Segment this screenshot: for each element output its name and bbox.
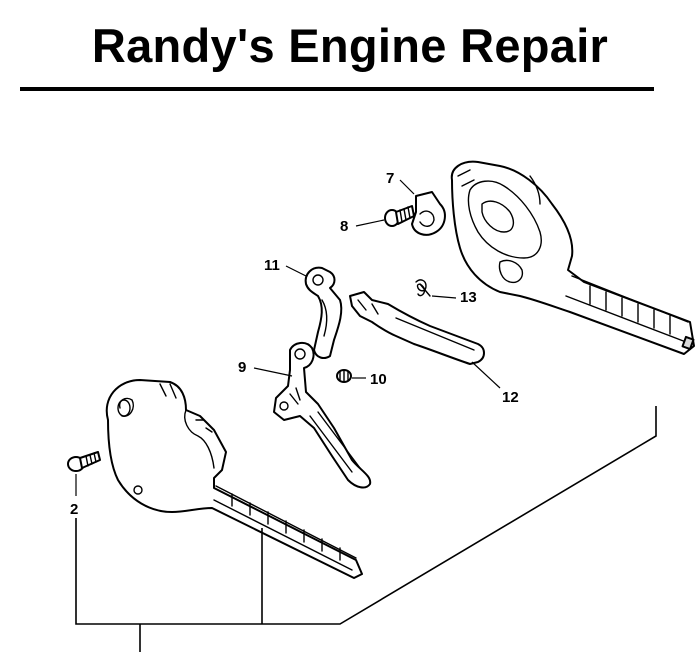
trigger-part-12 bbox=[349, 291, 485, 365]
callout-12: 12 bbox=[502, 389, 519, 406]
callout-10: 10 bbox=[370, 371, 387, 388]
clip-part-7 bbox=[411, 191, 446, 236]
callout-13: 13 bbox=[460, 289, 477, 306]
title-underline bbox=[20, 87, 654, 91]
callout-11: 11 bbox=[264, 257, 280, 274]
spring-part-10 bbox=[336, 369, 352, 383]
throttle-lever-part-9 bbox=[273, 342, 372, 489]
spring-part-13 bbox=[415, 279, 431, 297]
callout-9: 9 bbox=[238, 359, 246, 376]
assembly-bracket bbox=[75, 406, 657, 652]
right-handle-housing bbox=[450, 160, 695, 355]
lever-part-11 bbox=[304, 266, 343, 359]
page-title: Randy's Engine Repair bbox=[91, 19, 609, 72]
callout-2: 2 bbox=[70, 501, 78, 518]
callout-7: 7 bbox=[386, 170, 394, 187]
callout-labels: 7 8 11 13 9 10 12 2 bbox=[70, 170, 519, 518]
callout-8: 8 bbox=[340, 218, 348, 235]
leader-lines bbox=[75, 179, 501, 496]
screw-part-2 bbox=[67, 451, 101, 472]
left-handle-housing bbox=[105, 379, 363, 579]
screw-part-8 bbox=[384, 205, 415, 227]
